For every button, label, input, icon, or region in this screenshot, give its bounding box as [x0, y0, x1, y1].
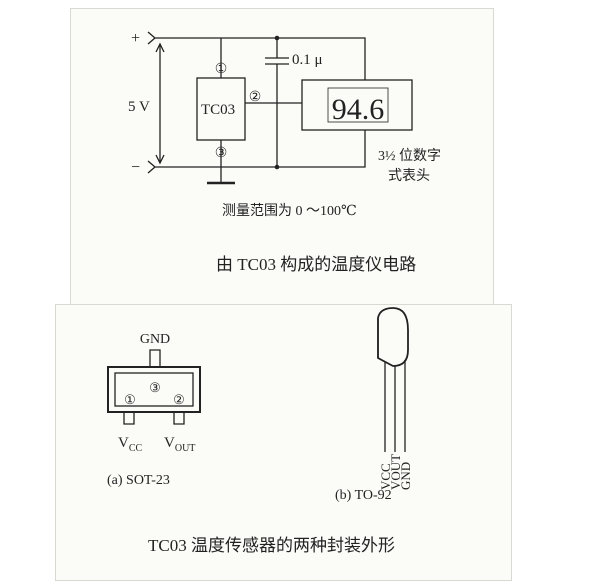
sot23-gnd-lead — [149, 349, 161, 368]
display-digits: 94.6 — [332, 93, 385, 126]
sot23-vcc-lead — [123, 412, 135, 425]
plus-sign: + — [131, 30, 140, 47]
sot23-gnd-label: GND — [140, 332, 170, 347]
voltage-arrow-head-bottom — [155, 154, 165, 165]
to92-gnd-label: GND — [398, 462, 413, 490]
voltage-label: 5 V — [128, 99, 150, 115]
chip-label: TC03 — [201, 102, 235, 118]
chip-pin2-label: ② — [249, 90, 262, 105]
display-box — [301, 79, 413, 131]
minus-rail — [147, 130, 366, 174]
capacitor-label: 0.1 μ — [292, 52, 323, 68]
sot23-body-outer — [107, 366, 201, 413]
to92-vout-label: VOUT — [388, 454, 403, 490]
sot23-vout-label: VOUT — [164, 435, 195, 454]
chip-pin3-label: ③ — [215, 146, 228, 161]
to92-package-label: (b) TO-92 — [335, 488, 392, 503]
circuit-caption: 由 TC03 构成的温度仪电路 — [216, 255, 416, 274]
package-panel — [55, 304, 512, 581]
minus-sign: − — [131, 159, 140, 176]
meter-label-line1: 3½ 位数字 — [378, 148, 441, 164]
package-caption: TC03 温度传感器的两种封装外形 — [148, 536, 395, 555]
sot23-package-label: (a) SOT-23 — [107, 473, 170, 488]
sot23-pin1-label: ① — [124, 392, 136, 407]
sot23-body-inner — [114, 372, 194, 407]
to92-vcc-label: VCC — [378, 463, 393, 490]
chip-pin1-label: ① — [215, 62, 228, 77]
display-window — [327, 87, 389, 123]
sot23-pin2-label: ② — [173, 392, 185, 407]
sot23-vout-lead — [173, 412, 185, 425]
capacitor-junction-top — [274, 35, 280, 41]
sot23-vcc-label: VCC — [118, 435, 143, 454]
plus-rail — [147, 31, 366, 80]
sot23-pin3-label: ③ — [149, 380, 161, 395]
voltage-arrow-head-top — [155, 42, 165, 53]
capacitor — [265, 38, 289, 167]
to92-body — [377, 307, 409, 367]
range-text: 测量范围为 0 ～100℃ — [222, 202, 357, 219]
meter-label-line2: 式表头 — [388, 168, 430, 184]
capacitor-junction-bottom — [274, 164, 280, 170]
